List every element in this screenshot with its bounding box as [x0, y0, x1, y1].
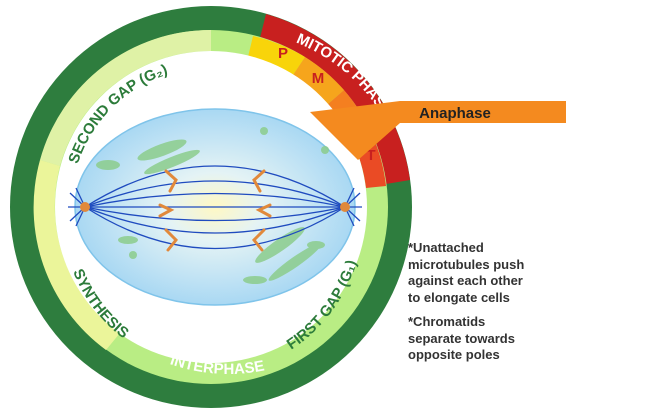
synthesis-band — [33, 160, 120, 350]
prophase-wedge — [248, 36, 305, 75]
right-spindle-pole — [340, 202, 350, 212]
metaphase-wedge — [293, 57, 344, 104]
prophase-letter: P — [278, 45, 288, 62]
anaphase-notes: *Unattached microtubules push against ea… — [408, 240, 638, 372]
spindle-microtubules — [68, 165, 362, 250]
chromatids — [158, 169, 272, 252]
telophase-letter: T — [366, 147, 375, 164]
anaphase-callout-label: Anaphase — [419, 105, 491, 122]
anaphase-callout-arrow — [310, 101, 566, 160]
second-gap-band — [40, 29, 211, 166]
note-microtubules: *Unattached microtubules push against ea… — [408, 240, 525, 305]
organelles — [96, 127, 329, 284]
mitotic-phase-band — [260, 14, 410, 184]
metaphase-letter: M — [312, 70, 325, 87]
left-spindle-pole — [80, 202, 90, 212]
note-chromatids: *Chromatids separate towards opposite po… — [408, 314, 515, 362]
